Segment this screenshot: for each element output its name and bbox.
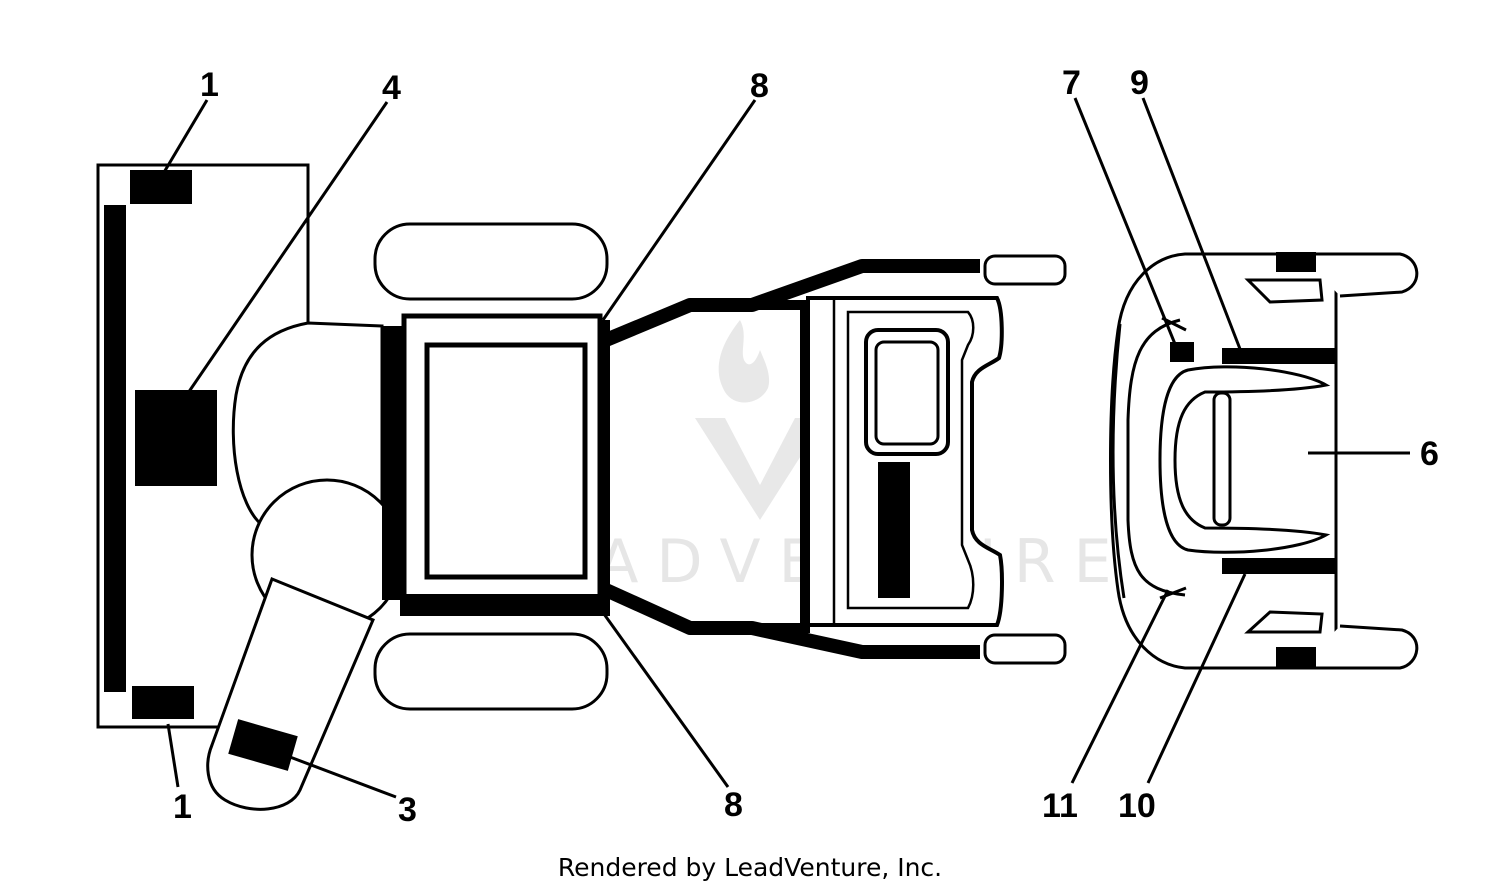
leader-8-top — [601, 99, 757, 321]
decal-10-bar — [1222, 558, 1336, 574]
decal-9-bar — [1222, 348, 1336, 364]
console-inner — [832, 300, 975, 624]
leader-4 — [184, 101, 389, 397]
callout-1-bottom: 1 — [173, 788, 192, 826]
leader-1-bottom — [166, 723, 180, 788]
pad-bottom — [1244, 610, 1324, 634]
dash-gauge-inner — [874, 340, 940, 446]
decal-1-top — [130, 170, 192, 204]
platform-right-strip — [598, 320, 610, 616]
hood-slot — [1212, 391, 1232, 527]
leader-8-bottom — [602, 613, 730, 788]
handle-bottom — [1300, 624, 1419, 670]
grip-bottom — [983, 633, 1067, 665]
callout-4: 4 — [382, 69, 401, 107]
pad-top — [1244, 278, 1324, 304]
callout-8-bottom: 8 — [724, 786, 743, 824]
handle-top-band — [1276, 252, 1316, 272]
rear-wheel-top — [373, 222, 609, 301]
callout-7: 7 — [1062, 64, 1081, 102]
footer-credit: Rendered by LeadVenture, Inc. — [558, 853, 942, 882]
watermark-logo-icon — [695, 320, 825, 520]
leader-7 — [1073, 97, 1177, 345]
leader-lines — [161, 97, 1410, 799]
decal-4 — [135, 390, 217, 486]
callout-1-top: 1 — [200, 66, 219, 104]
callouts: 1 4 8 7 9 6 1 3 8 11 10 — [173, 64, 1439, 829]
platform-bottom-strip — [400, 594, 610, 616]
decal-3 — [228, 719, 298, 771]
callout-8-top: 8 — [750, 67, 769, 105]
tractor-top-view — [96, 163, 1067, 811]
hood-front-curve-2 — [1126, 318, 1186, 597]
leader-11 — [1070, 589, 1170, 784]
hood-center-panel — [1158, 365, 1331, 554]
leader-1-top — [161, 99, 209, 175]
grip-top — [983, 254, 1067, 286]
decal-1-bottom — [132, 686, 194, 719]
handle-top — [1300, 252, 1419, 298]
frame-strip — [382, 326, 404, 600]
callout-6: 6 — [1420, 435, 1439, 473]
dash-slot — [878, 462, 910, 598]
callout-10: 10 — [1118, 787, 1156, 825]
leader-3 — [289, 755, 397, 799]
rear-wheel-bottom — [373, 632, 609, 711]
decal-7 — [1170, 342, 1194, 362]
leader-10 — [1146, 573, 1247, 784]
leader-9 — [1141, 97, 1242, 350]
frame-body-outline — [690, 300, 810, 633]
callout-11: 11 — [1042, 787, 1078, 825]
deck-side-strip — [104, 205, 126, 692]
seat-inner — [424, 342, 588, 580]
callout-3: 3 — [398, 791, 417, 829]
front-hood-view — [1109, 252, 1419, 670]
handle-bottom-band — [1276, 647, 1316, 667]
steering-console — [806, 296, 1004, 627]
callout-9: 9 — [1130, 64, 1149, 102]
hood-front-curve-1 — [1111, 323, 1126, 599]
